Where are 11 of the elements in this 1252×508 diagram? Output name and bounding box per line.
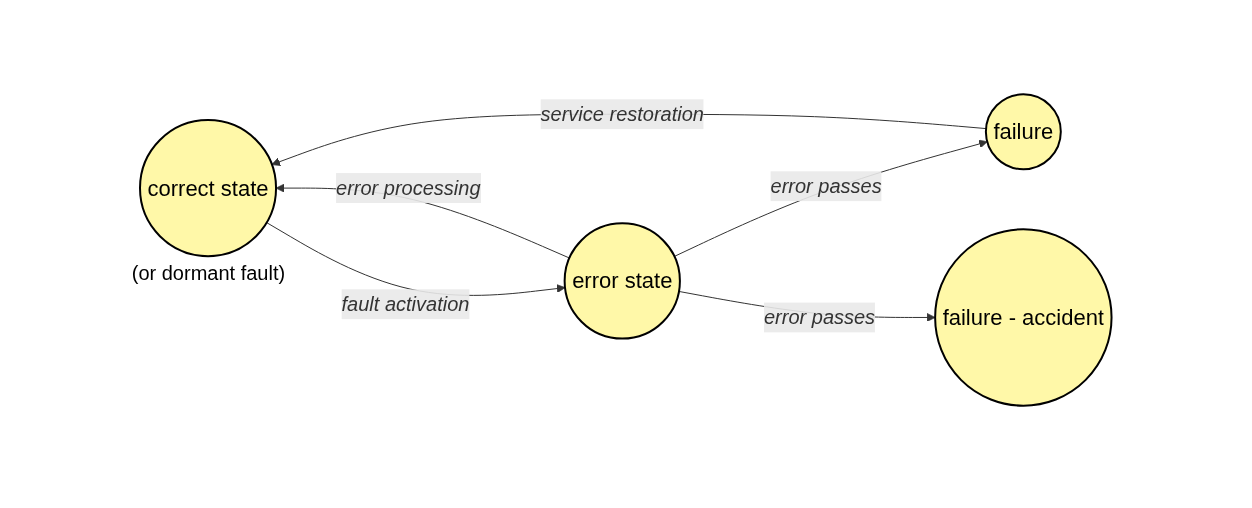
- arrow: [674, 139, 988, 257]
- edge-label: error processing: [336, 177, 481, 200]
- node-circle: correct state: [139, 119, 278, 258]
- node-circle: failure - accident: [934, 228, 1113, 407]
- node-circle: error state: [563, 222, 682, 340]
- edge-label: fault activation: [341, 293, 470, 316]
- edge-label: service restoration: [540, 103, 705, 126]
- node-caption: (or dormant fault): [131, 262, 286, 286]
- edge-label: error passes: [764, 306, 876, 329]
- edge-label: error passes: [770, 175, 882, 198]
- node-circle: failure: [985, 93, 1062, 171]
